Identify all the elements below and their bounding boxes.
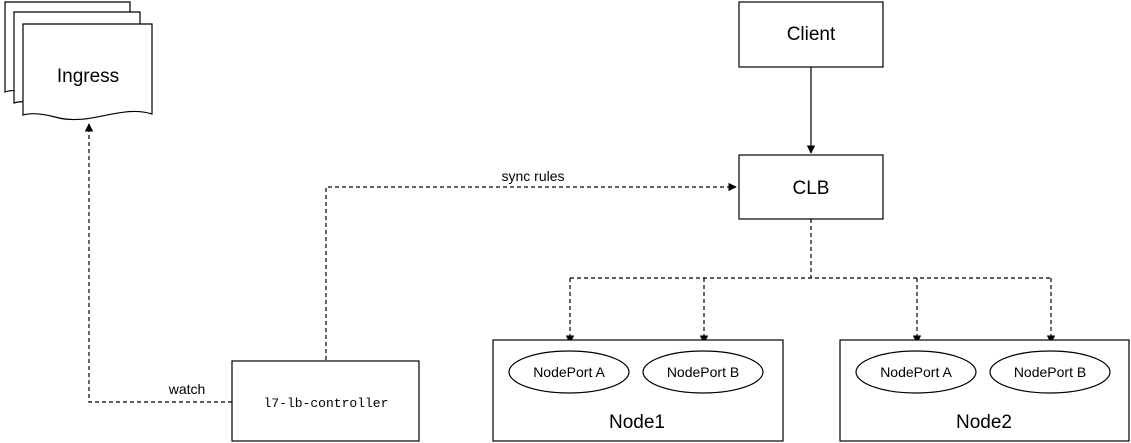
ingress-document-stack: Ingress bbox=[4, 1, 153, 121]
node2-nodeport-b-label: NodePort B bbox=[1014, 364, 1086, 380]
node1-nodeport-b-label: NodePort B bbox=[667, 364, 739, 380]
node2-nodeport-a bbox=[855, 350, 977, 394]
client-label: Client bbox=[787, 24, 836, 45]
clb-box: CLB bbox=[738, 154, 884, 220]
sync-rules-arrow bbox=[325, 182, 737, 360]
ingress-label: Ingress bbox=[57, 66, 119, 87]
node1-label: Node1 bbox=[609, 412, 665, 433]
client-box: Client bbox=[738, 1, 884, 68]
ingress-doc-front bbox=[22, 23, 153, 121]
controller-label: l7-lb-controller bbox=[264, 396, 389, 411]
sync-rules-label: sync rules bbox=[501, 168, 564, 184]
node1-box: NodePort A NodePort B Node1 bbox=[492, 339, 784, 442]
node1-nodeport-a bbox=[508, 350, 630, 394]
node2-nodeport-b bbox=[989, 350, 1111, 394]
clb-label: CLB bbox=[793, 178, 830, 199]
controller-box: l7-lb-controller bbox=[231, 360, 420, 442]
node1-nodeport-a-label: NodePort A bbox=[533, 364, 605, 380]
node2-box: NodePort A NodePort B Node2 bbox=[839, 339, 1130, 442]
watch-label: watch bbox=[168, 381, 206, 397]
watch-arrow bbox=[84, 123, 232, 403]
node2-nodeport-a-label: NodePort A bbox=[880, 364, 952, 380]
node2-label: Node2 bbox=[956, 412, 1012, 433]
clb-fanout-connectors bbox=[565, 219, 1056, 344]
node1-nodeport-b bbox=[642, 350, 764, 394]
